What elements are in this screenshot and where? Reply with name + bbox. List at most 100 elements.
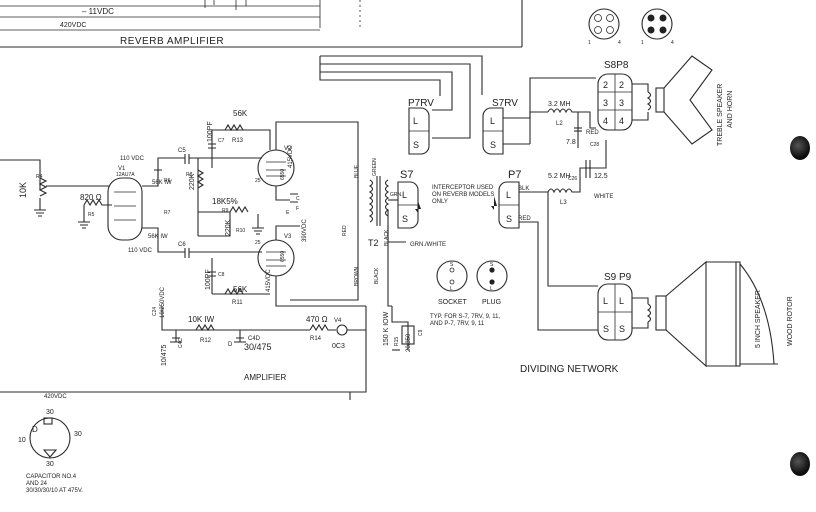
binder-hole-top <box>790 136 810 160</box>
svg-text:BLUE: BLUE <box>354 164 360 178</box>
svg-text:2: 2 <box>619 80 624 90</box>
svg-text:C4C: C4C <box>178 338 184 348</box>
svg-text:V1: V1 <box>118 166 126 172</box>
svg-text:10/250VDC: 10/250VDC <box>160 286 166 318</box>
svg-text:S: S <box>402 214 408 224</box>
svg-text:415VDC: 415VDC <box>288 145 294 168</box>
svg-text:TYP. FOR S-7, 7RV, 9, 11,: TYP. FOR S-7, 7RV, 9, 11, <box>430 314 500 320</box>
svg-text:10K IW: 10K IW <box>188 315 215 324</box>
svg-text:S: S <box>413 140 419 150</box>
svg-text:R12: R12 <box>200 338 212 344</box>
svg-text:220K: 220K <box>225 219 232 236</box>
svg-text:30/30/30/10 AT 475V.: 30/30/30/10 AT 475V. <box>26 488 83 494</box>
svg-text:5 INCH SPEAKER: 5 INCH SPEAKER <box>755 290 762 348</box>
svg-text:R15: R15 <box>394 337 400 346</box>
svg-text:56K: 56K <box>233 285 248 294</box>
svg-text:S7: S7 <box>400 169 413 181</box>
svg-text:2: 2 <box>603 80 608 90</box>
svg-text:18K5%: 18K5% <box>212 197 238 206</box>
svg-text:4: 4 <box>619 116 624 126</box>
svg-text:SOCKET: SOCKET <box>438 299 468 306</box>
svg-text:L: L <box>603 296 608 306</box>
svg-text:5.2 MH: 5.2 MH <box>548 173 571 180</box>
svg-text:12.5: 12.5 <box>594 173 608 180</box>
supply-label-top: 420VDC <box>60 22 86 29</box>
svg-text:R8: R8 <box>186 172 193 178</box>
svg-text:56K: 56K <box>233 109 248 118</box>
svg-text:C: C <box>296 196 300 202</box>
svg-text:TREBLE SPEAKER: TREBLE SPEAKER <box>717 84 724 146</box>
svg-text:30: 30 <box>46 461 54 468</box>
svg-text:V2: V2 <box>284 146 292 152</box>
svg-text:R5: R5 <box>88 212 95 218</box>
svg-text:BROWN: BROWN <box>354 266 360 286</box>
svg-text:CAPACITOR NO.4: CAPACITOR NO.4 <box>26 474 77 480</box>
svg-text:L: L <box>413 116 418 126</box>
svg-text:0C3: 0C3 <box>332 343 345 350</box>
plug-p7: P7 L S BLK RED <box>491 169 531 229</box>
svg-text:3.2 MH: 3.2 MH <box>548 101 571 108</box>
svg-text:1: 1 <box>641 40 644 46</box>
socket-plug-illustration: S L SOCKET S L PLUG TYP. FOR S-7, 7RV, 9… <box>430 260 508 327</box>
svg-text:P7: P7 <box>508 169 521 181</box>
svg-text:30: 30 <box>74 431 82 438</box>
svg-text:PLUG: PLUG <box>482 299 501 306</box>
svg-text:220K: 220K <box>189 173 196 190</box>
svg-text:R6: R6 <box>164 178 171 184</box>
svg-text:WHITE: WHITE <box>594 194 613 200</box>
svg-text:L2: L2 <box>556 121 563 127</box>
svg-text:L3: L3 <box>560 200 567 206</box>
svg-text:6550: 6550 <box>280 169 286 180</box>
dividing-network: 3.2 MH L2 7.8 RED C28 5.2 MH L3 C26 12.5… <box>519 77 619 375</box>
svg-text:RED: RED <box>342 225 348 236</box>
svg-text:V4: V4 <box>334 318 342 324</box>
svg-text:20/350: 20/350 <box>406 333 412 352</box>
interceptor-note-3: ONLY <box>432 199 448 205</box>
svg-text:6550: 6550 <box>280 251 286 262</box>
svg-text:4: 4 <box>603 116 608 126</box>
svg-text:150 K IOW: 150 K IOW <box>383 311 390 346</box>
svg-text:10: 10 <box>18 437 26 444</box>
reverb-amplifier-title: REVERB AMPLIFIER <box>120 36 224 47</box>
plug-s7: S7 L S <box>397 169 421 229</box>
svg-text:12AU7A: 12AU7A <box>116 172 135 178</box>
svg-text:AND 24: AND 24 <box>26 481 48 487</box>
svg-text:30: 30 <box>46 409 54 416</box>
svg-text:AND HORN: AND HORN <box>727 91 734 128</box>
svg-text:10/475: 10/475 <box>161 344 168 366</box>
svg-text:56K IW: 56K IW <box>152 180 172 186</box>
svg-text:25: 25 <box>255 240 261 246</box>
svg-text:56K IW: 56K IW <box>148 234 168 240</box>
svg-text:S9 P9: S9 P9 <box>604 272 632 283</box>
svg-text:GRN./WHITE: GRN./WHITE <box>410 242 446 248</box>
svg-text:L: L <box>450 286 453 292</box>
svg-text:D: D <box>32 425 38 434</box>
amplifier-label: AMPLIFIER <box>244 373 286 382</box>
svg-text:100PF: 100PF <box>205 269 212 290</box>
svg-text:C5: C5 <box>178 148 186 154</box>
svg-text:L: L <box>490 116 495 126</box>
svg-text:BLK: BLK <box>518 186 529 192</box>
svg-text:S: S <box>490 140 496 150</box>
svg-text:1: 1 <box>588 40 591 46</box>
svg-text:7.8: 7.8 <box>566 139 576 146</box>
svg-text:RED: RED <box>518 216 531 222</box>
svg-text:S: S <box>450 262 454 268</box>
svg-text:P7RV: P7RV <box>408 98 434 109</box>
neg-supply-label: – 11VDC <box>82 7 114 16</box>
svg-text:110 VDC: 110 VDC <box>120 156 145 162</box>
svg-text:L: L <box>619 296 624 306</box>
svg-text:S8P8: S8P8 <box>604 60 629 71</box>
svg-text:S: S <box>490 262 494 268</box>
svg-text:C6: C6 <box>178 242 186 248</box>
svg-text:470 Ω: 470 Ω <box>306 315 328 324</box>
svg-text:110 VDC: 110 VDC <box>128 248 153 254</box>
svg-text:F: F <box>296 206 299 212</box>
svg-text:GREEN: GREEN <box>372 158 378 176</box>
svg-text:WOOD ROTOR: WOOD ROTOR <box>787 296 794 346</box>
svg-text:390VDC: 390VDC <box>302 219 308 242</box>
svg-text:R4: R4 <box>36 174 43 180</box>
